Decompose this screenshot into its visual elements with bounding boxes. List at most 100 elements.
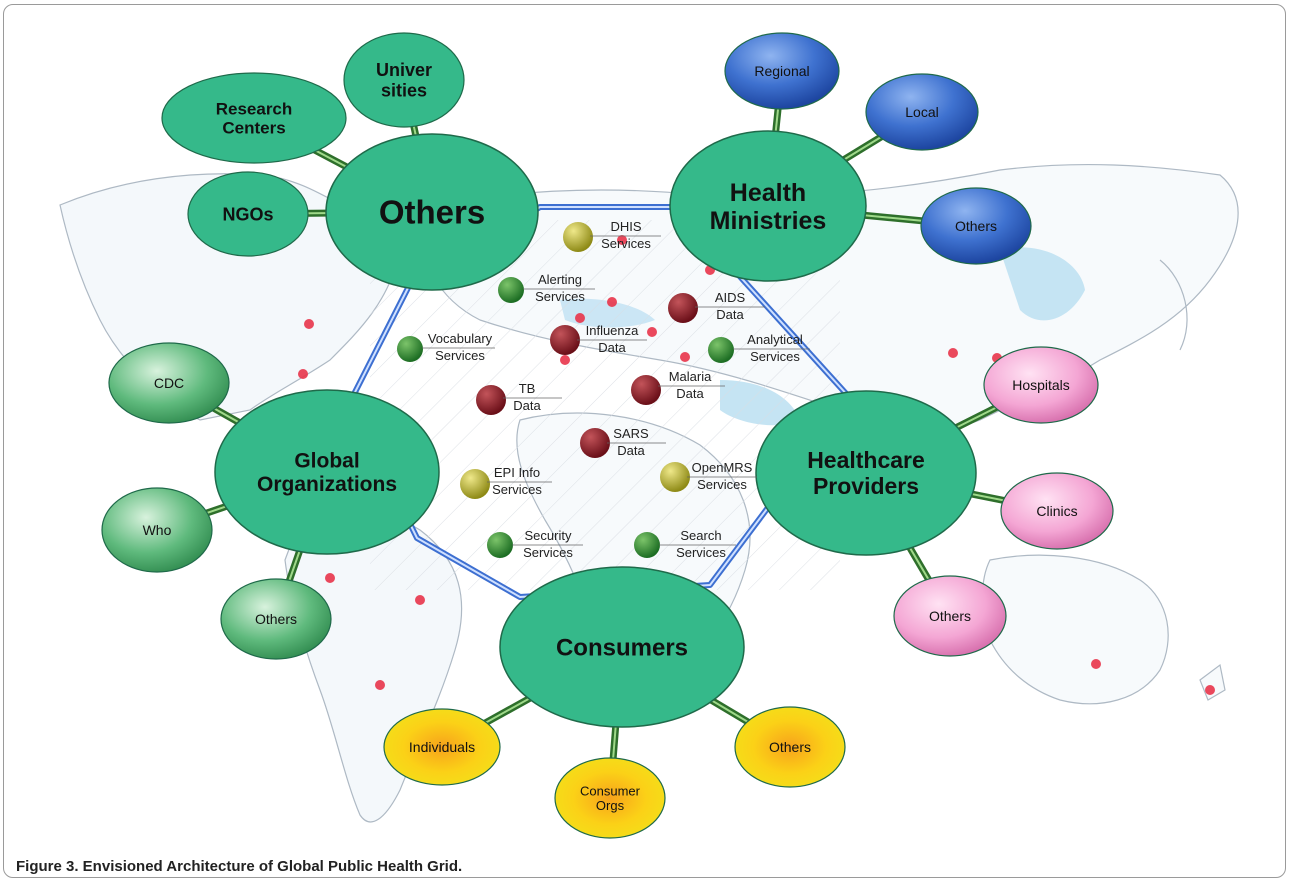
search-services-label: Search [680, 528, 721, 543]
dhis-services-label: DHIS [610, 219, 641, 234]
analytical-services-ball [708, 337, 734, 363]
hotspot-marker [575, 313, 585, 323]
regional-ellipse [724, 32, 840, 110]
consumers-ellipse [499, 566, 745, 728]
vocabulary-services-label: Services [435, 348, 485, 363]
tb-data-ball [476, 385, 506, 415]
hotspot-marker [1091, 659, 1101, 669]
analytical-services-label: Analytical [747, 332, 803, 347]
service-dhis-services: DHIS Services [563, 219, 661, 252]
influenza-data-label: Data [598, 340, 626, 355]
aids-data-ball [668, 293, 698, 323]
hotspot-marker [647, 327, 657, 337]
node-providers-others: Others [893, 575, 1007, 657]
hotspot-marker [560, 355, 570, 365]
consumer-orgs-ellipse [554, 757, 666, 839]
stakeholder-nodes: UniversitiesResearchCentersNGOsRegionalL… [101, 32, 1114, 839]
aids-data-label: Data [716, 307, 744, 322]
hospitals-ellipse [983, 346, 1099, 424]
sars-data-label: Data [617, 443, 645, 458]
who-label: Who [143, 522, 172, 538]
security-services-label: Security [525, 528, 572, 543]
global-others-label: Others [255, 611, 297, 627]
influenza-data-ball [550, 325, 580, 355]
hotspot-marker [948, 348, 958, 358]
ngos-label: NGOs [222, 204, 273, 224]
malaria-data-label: Malaria [669, 369, 712, 384]
hotspot-marker [325, 573, 335, 583]
research-centers-label: Centers [222, 118, 285, 137]
research-centers-label: Research [216, 99, 293, 118]
node-ministries-others: Others [920, 187, 1032, 265]
hub-nodes: OthersHealthMinistriesGlobalOrganization… [214, 130, 977, 728]
health-ministries-label: Health [730, 179, 806, 207]
research-centers-ellipse [161, 72, 347, 164]
search-services-label: Services [676, 545, 726, 560]
node-clinics: Clinics [1000, 472, 1114, 550]
local-ellipse [865, 73, 979, 151]
universities-ellipse [343, 32, 465, 128]
healthcare-providers-label: Healthcare [807, 447, 925, 473]
node-regional: Regional [724, 32, 840, 110]
providers-others-ellipse [893, 575, 1007, 657]
healthcare-providers-ellipse [755, 390, 977, 556]
hotspot-marker [304, 319, 314, 329]
dhis-services-ball [563, 222, 593, 252]
individuals-label: Individuals [409, 739, 475, 755]
consumer-orgs-label: Orgs [596, 798, 625, 813]
security-services-ball [487, 532, 513, 558]
health-ministries-label: Ministries [710, 207, 827, 235]
alerting-services-ball [498, 277, 524, 303]
dhis-services-label: Services [601, 236, 651, 251]
figure-caption: Figure 3. Envisioned Architecture of Glo… [16, 858, 463, 875]
ministries-others-label: Others [955, 218, 997, 234]
hotspot-marker [298, 369, 308, 379]
epi-info-services-label: Services [492, 482, 542, 497]
consumer-orgs-label: Consumer [580, 783, 641, 798]
node-cdc: CDC [108, 342, 230, 424]
regional-label: Regional [754, 63, 809, 79]
service-aids-data: AIDS Data [668, 290, 765, 323]
malaria-data-label: Data [676, 386, 704, 401]
tb-data-label: TB [519, 381, 536, 396]
providers-others-label: Others [929, 608, 971, 624]
individuals-ellipse [383, 708, 501, 786]
aids-data-label: AIDS [715, 290, 746, 305]
hospitals-label: Hospitals [1012, 377, 1070, 393]
openmrs-services-label: Services [697, 477, 747, 492]
consumers-label: Consumers [556, 634, 688, 661]
node-hospitals: Hospitals [983, 346, 1099, 424]
vocabulary-services-ball [397, 336, 423, 362]
hotspot-marker [1205, 685, 1215, 695]
influenza-data-label: Influenza [586, 323, 640, 338]
who-ellipse [101, 487, 213, 573]
health-ministries-ellipse [669, 130, 867, 282]
others-hub-label: Others [379, 194, 485, 231]
vocabulary-services-label: Vocabulary [428, 331, 493, 346]
clinics-label: Clinics [1036, 503, 1077, 519]
global-organizations-label: Organizations [257, 473, 397, 496]
healthcare-providers-label: Providers [813, 473, 919, 499]
hotspot-marker [607, 297, 617, 307]
tb-data-label: Data [513, 398, 541, 413]
service-tb-data: TB Data [476, 381, 562, 415]
node-who: Who [101, 487, 213, 573]
alerting-services-label: Services [535, 289, 585, 304]
sars-data-label: SARS [613, 426, 649, 441]
universities-label: sities [381, 80, 427, 100]
node-consumers-others: Others [734, 706, 846, 788]
global-others-ellipse [220, 578, 332, 660]
consumers-others-label: Others [769, 739, 811, 755]
